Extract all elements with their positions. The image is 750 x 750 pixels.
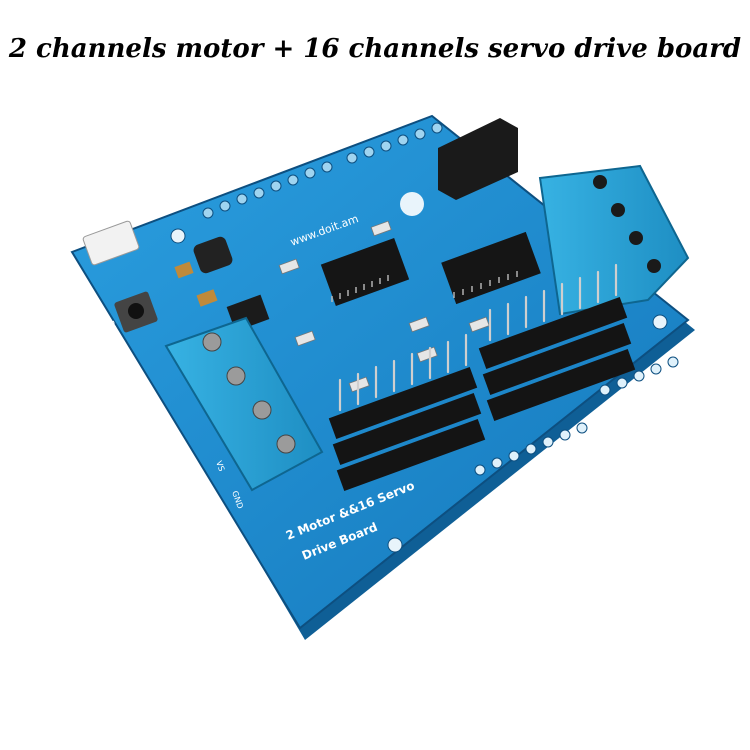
- header-holes-top: [202, 122, 443, 219]
- logo-icon: [400, 192, 424, 216]
- reset-button-cap: [128, 303, 144, 319]
- terminal-screws: [593, 175, 661, 273]
- smd-resistors: [278, 220, 490, 393]
- mount-hole: [652, 314, 668, 330]
- servo-headers-right: [478, 297, 636, 421]
- driver-chip: [320, 237, 410, 307]
- terminal-screws: [202, 332, 296, 454]
- pwm-chip: [441, 231, 541, 305]
- socket-header: [438, 118, 518, 200]
- mount-hole: [387, 537, 403, 553]
- headline: 2 channels motor + 16 channels servo dri…: [8, 34, 742, 64]
- header-holes-bottom: [474, 356, 679, 476]
- vs-label: VS: [214, 460, 226, 473]
- capacitor: [196, 289, 218, 307]
- servo-pins: [338, 263, 618, 412]
- motor-terminal-right: [538, 164, 690, 316]
- mount-hole: [170, 228, 186, 244]
- power-switch: [82, 220, 140, 266]
- inductor: [193, 236, 233, 274]
- capacitor: [174, 261, 194, 279]
- chip-pins: [331, 271, 518, 302]
- servo-headers-left: [328, 367, 486, 491]
